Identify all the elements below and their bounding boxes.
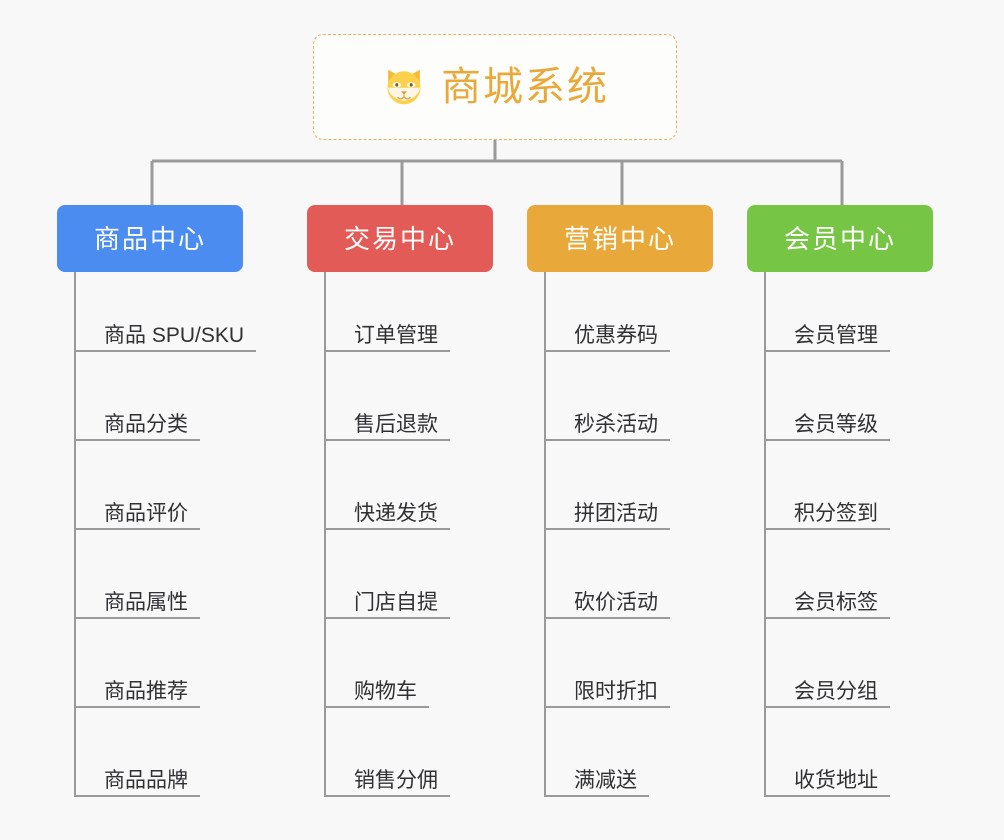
leaf-label: 快递发货 bbox=[354, 502, 438, 525]
category-label: 商品中心 bbox=[93, 223, 206, 254]
dog-face-icon bbox=[381, 64, 427, 110]
leaf-label: 会员等级 bbox=[794, 413, 878, 436]
leaf-label: 砍价活动 bbox=[574, 591, 658, 614]
leaf-label: 订单管理 bbox=[354, 324, 438, 347]
leaf-label: 商品分类 bbox=[104, 413, 188, 436]
leaf-underline bbox=[74, 795, 200, 797]
leaf-label: 满减送 bbox=[574, 769, 637, 792]
leaf-underline bbox=[74, 617, 200, 619]
leaf-label: 购物车 bbox=[354, 680, 417, 703]
root-title: 商城系统 bbox=[441, 65, 609, 109]
leaf-underline bbox=[764, 706, 890, 708]
branch-trunk-line bbox=[74, 272, 76, 797]
leaf-label: 限时折扣 bbox=[574, 680, 658, 703]
leaf-underline bbox=[324, 706, 429, 708]
leaf-label: 商品 SPU/SKU bbox=[104, 324, 245, 347]
leaf-underline bbox=[324, 350, 450, 352]
category-box-2[interactable]: 交易中心 bbox=[307, 205, 493, 272]
category-box-4[interactable]: 会员中心 bbox=[747, 205, 933, 272]
leaf-underline bbox=[544, 350, 670, 352]
leaf-underline bbox=[544, 439, 670, 441]
category-box-1[interactable]: 商品中心 bbox=[57, 205, 243, 272]
leaf-label: 商品评价 bbox=[104, 502, 188, 525]
leaf-underline bbox=[544, 795, 649, 797]
leaf-underline bbox=[324, 528, 450, 530]
leaf-label: 商品属性 bbox=[104, 591, 188, 614]
leaf-label: 收货地址 bbox=[794, 769, 878, 792]
leaf-label: 会员标签 bbox=[794, 591, 878, 614]
category-label: 会员中心 bbox=[783, 223, 896, 254]
leaf-underline bbox=[74, 528, 200, 530]
leaf-label: 商品品牌 bbox=[104, 769, 188, 792]
category-box-3[interactable]: 营销中心 bbox=[527, 205, 713, 272]
leaf-label: 商品推荐 bbox=[104, 680, 188, 703]
branch-trunk-line bbox=[324, 272, 326, 797]
leaf-underline bbox=[764, 617, 890, 619]
leaf-underline bbox=[764, 528, 890, 530]
leaf-underline bbox=[764, 439, 890, 441]
leaf-label: 秒杀活动 bbox=[574, 413, 658, 436]
leaf-underline bbox=[74, 439, 200, 441]
leaf-underline bbox=[324, 439, 450, 441]
leaf-label: 拼团活动 bbox=[574, 502, 658, 525]
leaf-underline bbox=[764, 795, 890, 797]
leaf-underline bbox=[764, 350, 890, 352]
leaf-underline bbox=[74, 706, 200, 708]
leaf-label: 门店自提 bbox=[354, 591, 438, 614]
leaf-label: 积分签到 bbox=[794, 502, 878, 525]
leaf-underline bbox=[544, 528, 670, 530]
leaf-underline bbox=[324, 617, 450, 619]
branch-trunk-line bbox=[544, 272, 546, 797]
leaf-label: 会员管理 bbox=[794, 324, 878, 347]
leaf-label: 销售分佣 bbox=[354, 769, 438, 792]
category-label: 交易中心 bbox=[343, 223, 456, 254]
leaf-label: 售后退款 bbox=[354, 413, 438, 436]
leaf-underline bbox=[544, 706, 670, 708]
category-label: 营销中心 bbox=[563, 223, 676, 254]
leaf-underline bbox=[74, 350, 256, 352]
leaf-label: 优惠券码 bbox=[574, 324, 658, 347]
leaf-underline bbox=[324, 795, 450, 797]
root-node[interactable]: 商城系统 bbox=[313, 34, 677, 140]
leaf-label: 会员分组 bbox=[794, 680, 878, 703]
leaf-underline bbox=[544, 617, 670, 619]
branch-trunk-line bbox=[764, 272, 766, 797]
root-bracket-path bbox=[150, 140, 844, 205]
